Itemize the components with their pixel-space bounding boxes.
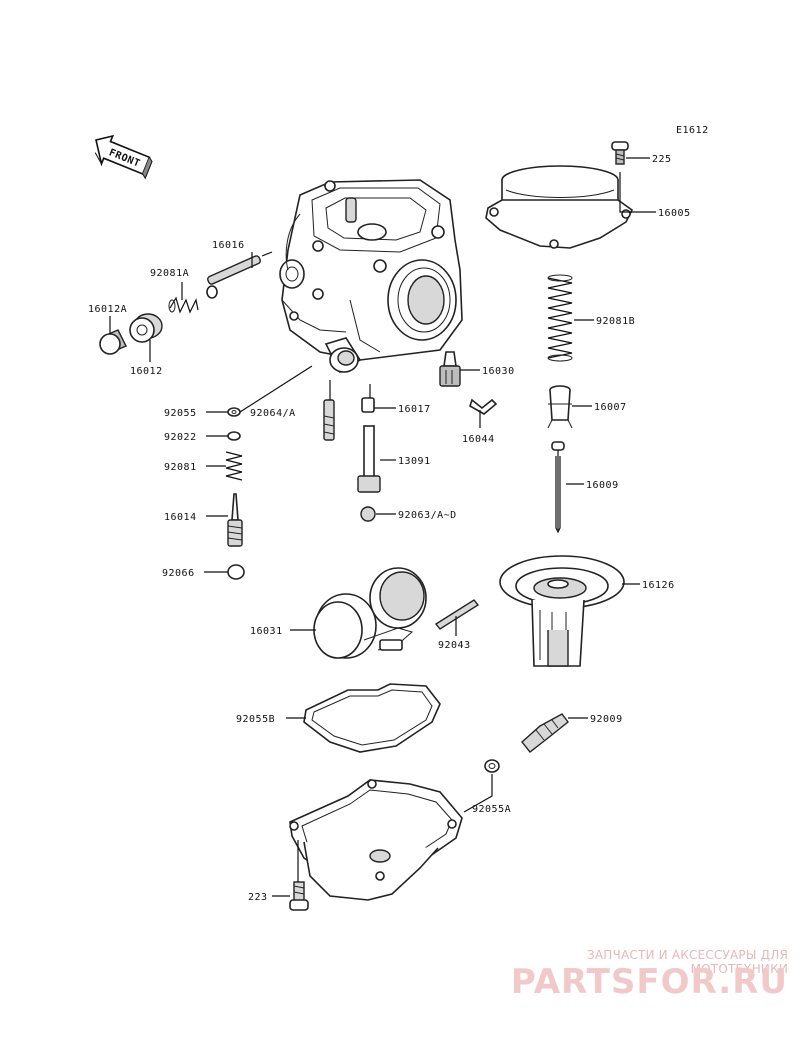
label-92009: 92009	[590, 714, 623, 725]
label-92055: 92055	[164, 408, 197, 419]
label-16012a: 16012A	[88, 304, 127, 315]
label-92063-a-d: 92063/A~D	[398, 510, 457, 521]
label-16012: 16012	[130, 366, 163, 377]
screw-223	[289, 881, 309, 911]
jet-needle-16009	[551, 441, 565, 534]
clip-16044	[469, 398, 498, 415]
cap-16012a	[99, 329, 127, 355]
label-92055b: 92055B	[236, 714, 275, 725]
spring-92081b	[547, 274, 573, 362]
label-92081b: 92081B	[596, 316, 635, 327]
needle-jet-13091	[357, 425, 381, 493]
top-cover	[485, 165, 634, 249]
label-92064a: 92064/A	[250, 408, 296, 419]
screw-92009	[521, 713, 569, 753]
diagram-code: E1612	[676, 125, 709, 136]
label-16005: 16005	[658, 208, 691, 219]
label-16030: 16030	[482, 366, 515, 377]
needle-holder-16007	[547, 385, 573, 429]
screw-225	[611, 141, 629, 165]
label-92066: 92066	[162, 568, 195, 579]
o-ring-92055	[227, 407, 241, 417]
gasket-92055b	[303, 683, 441, 753]
label-16044: 16044	[462, 434, 495, 445]
label-92043: 92043	[438, 640, 471, 651]
washer-92022	[227, 431, 241, 441]
o-ring-92055a	[484, 759, 500, 773]
label-16009: 16009	[586, 480, 619, 491]
main-jet-92063	[360, 506, 376, 522]
label-16007: 16007	[594, 402, 627, 413]
label-92081a: 92081A	[150, 268, 189, 279]
label-16017: 16017	[398, 404, 431, 415]
vacuum-piston-16126	[499, 555, 625, 667]
float-bowl	[289, 779, 463, 901]
plug-92066	[227, 564, 245, 580]
float-16031	[313, 567, 427, 659]
label-92081: 92081	[164, 462, 197, 473]
starter-plunger-16016	[206, 251, 273, 299]
leader-lines	[109, 157, 656, 897]
plunger-nut-16012	[129, 313, 163, 343]
label-225: 225	[652, 154, 672, 165]
label-223: 223	[248, 892, 268, 903]
carburetor-body	[279, 179, 463, 374]
label-16014: 16014	[164, 512, 197, 523]
part-labels: 225 16005 16016 92081A 16012A 16012 9208…	[88, 154, 691, 903]
screw-92064	[323, 399, 335, 441]
label-16016: 16016	[212, 240, 245, 251]
watermark-tagline: ЗАПЧАСТИ И АКСЕССУАРЫ ДЛЯ МОТОТЕХНИКИ	[587, 948, 788, 976]
pilot-screw-16014	[227, 493, 243, 547]
label-16031: 16031	[250, 626, 283, 637]
front-arrow-icon: FRONT	[94, 134, 153, 180]
float-valve-16030	[439, 351, 461, 387]
label-92055a: 92055A	[472, 804, 511, 815]
label-16126: 16126	[642, 580, 675, 591]
pin-92043	[434, 599, 480, 630]
jet-16017	[361, 397, 375, 413]
label-92022: 92022	[164, 432, 197, 443]
spring-92081a	[168, 296, 199, 314]
label-13091: 13091	[398, 456, 431, 467]
spring-92081	[225, 451, 243, 481]
watermark-logo: PARTSFOR.RU	[510, 962, 788, 1002]
